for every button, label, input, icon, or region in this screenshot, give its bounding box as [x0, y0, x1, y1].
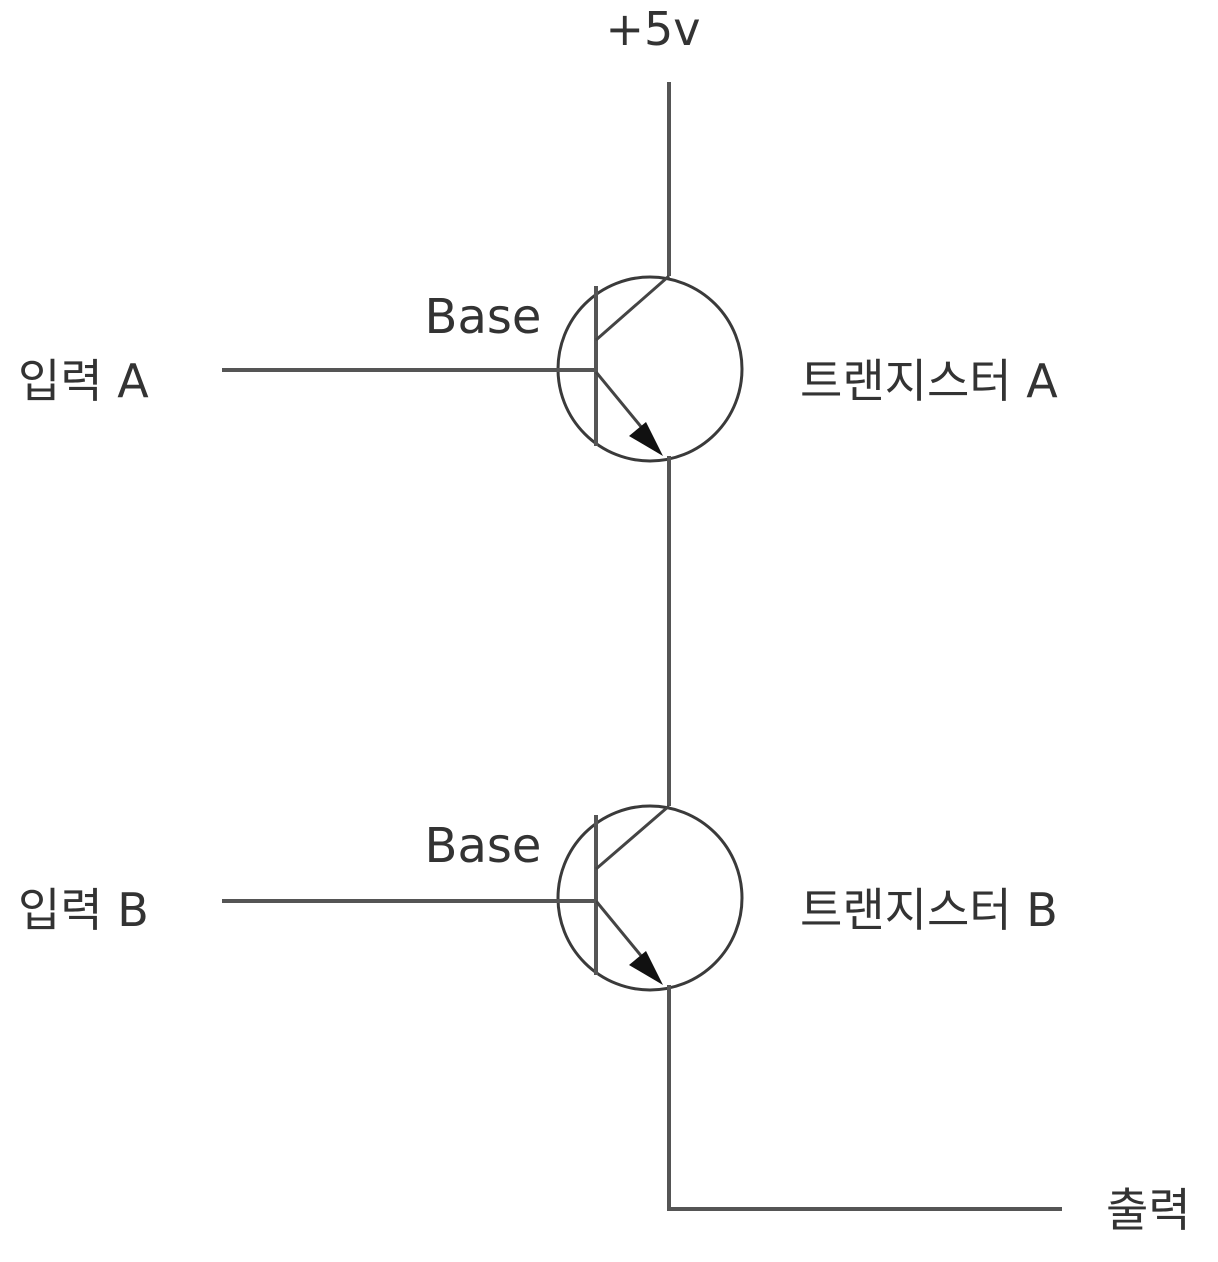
transistor-b-emitter: [594, 900, 649, 964]
transistor-b-base-label: Base: [425, 818, 542, 874]
transistor-a-emitter: [594, 371, 649, 435]
supply-label: +5v: [605, 2, 700, 56]
input-b-label: 입력 B: [18, 883, 149, 937]
output-wire: [667, 985, 1062, 1211]
transistor-b-collector: [595, 804, 670, 871]
input-a-label: 입력 A: [18, 354, 149, 408]
output-label: 출력: [1106, 1183, 1191, 1237]
transistor-a-base-label: Base: [425, 289, 542, 345]
transistor-b-name-label: 트랜지스터 B: [800, 883, 1058, 937]
transistor-a-emitter-arrow-icon: [629, 422, 663, 456]
transistor-b-circle: [556, 804, 744, 992]
transistor-b: [556, 804, 744, 992]
transistor-a-name-label: 트랜지스터 A: [800, 354, 1058, 408]
transistor-b-emitter-arrow-icon: [629, 951, 663, 985]
transistor-a-collector: [595, 274, 670, 342]
